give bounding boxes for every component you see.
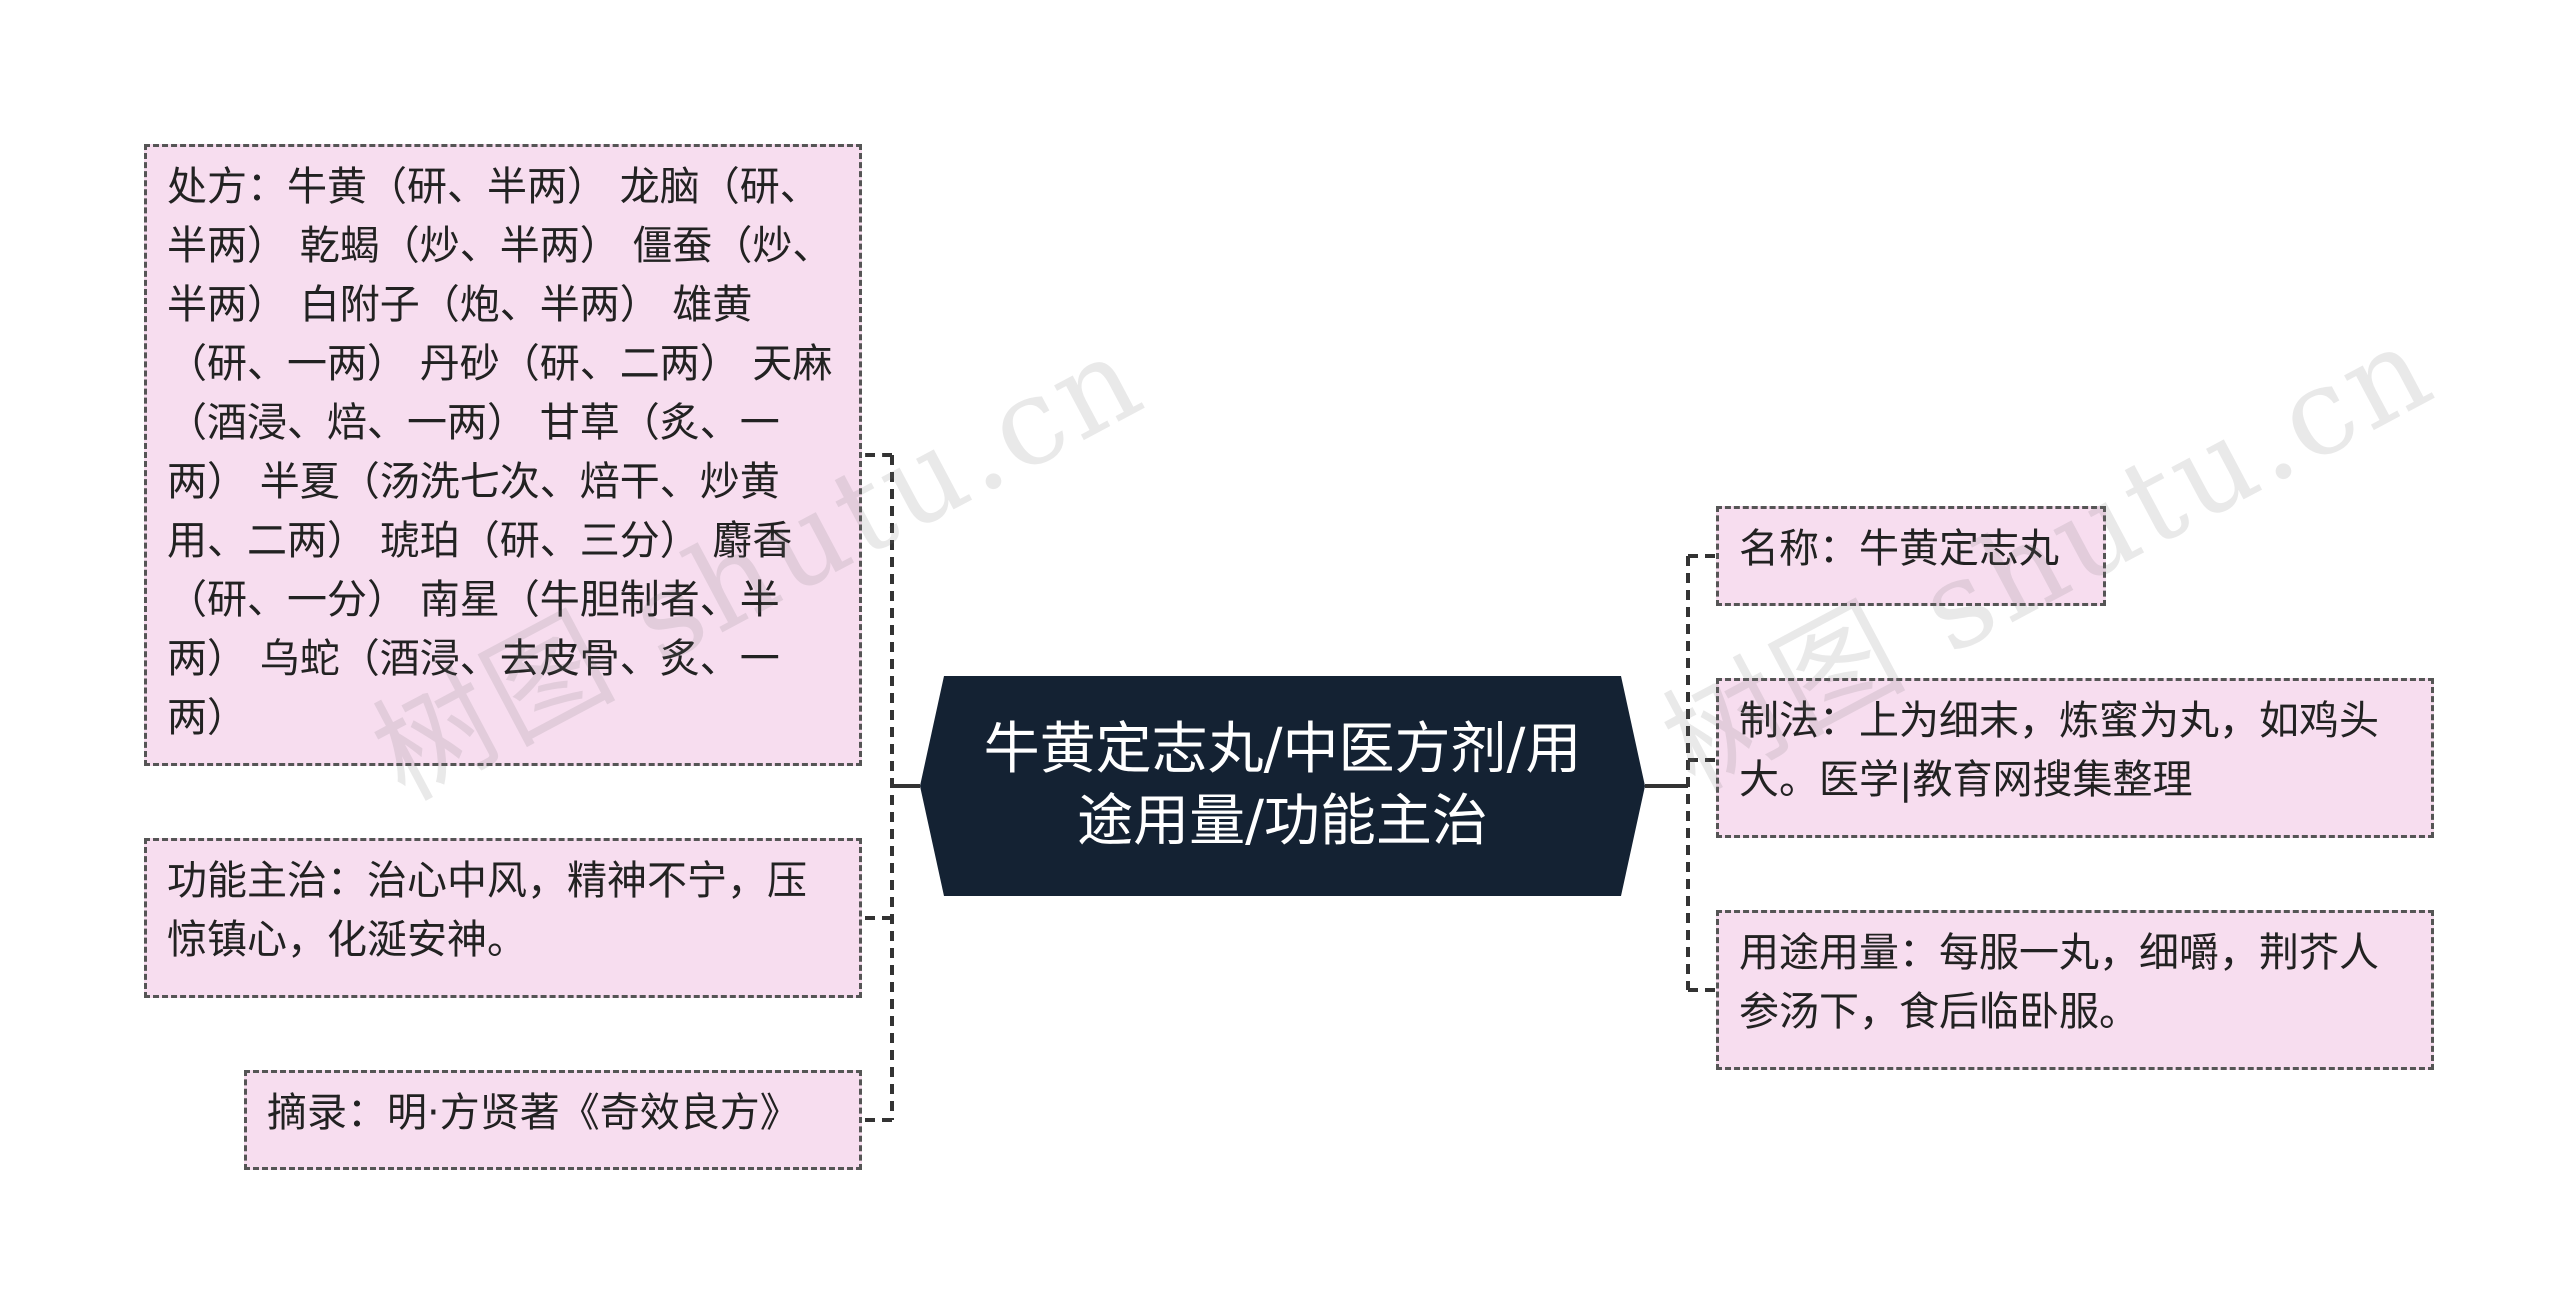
name-text: 名称：牛黄定志丸	[1739, 526, 2059, 572]
function-text: 功能主治：治心中风，精神不宁，压惊镇心，化涎安神。	[167, 858, 807, 963]
prescription-node[interactable]: 处方：牛黄（研、半两） 龙脑（研、半两） 乾蝎（炒、半两） 僵蚕（炒、半两） 白…	[144, 144, 862, 766]
method-node[interactable]: 制法：上为细末，炼蜜为丸，如鸡头大。医学|教育网搜集整理	[1716, 678, 2434, 838]
name-node[interactable]: 名称：牛黄定志丸	[1716, 506, 2106, 606]
method-text: 制法：上为细末，炼蜜为丸，如鸡头大。医学|教育网搜集整理	[1739, 698, 2379, 803]
usage-text: 用途用量：每服一丸，细嚼，荆芥人参汤下，食后临卧服。	[1739, 930, 2379, 1035]
excerpt-text: 摘录：明·方贤著《奇效良方》	[267, 1090, 800, 1136]
prescription-text: 处方：牛黄（研、半两） 龙脑（研、半两） 乾蝎（炒、半两） 僵蚕（炒、半两） 白…	[167, 164, 833, 741]
central-topic-title: 牛黄定志丸/中医方剂/用途用量/功能主治	[983, 717, 1582, 854]
function-node[interactable]: 功能主治：治心中风，精神不宁，压惊镇心，化涎安神。	[144, 838, 862, 998]
usage-node[interactable]: 用途用量：每服一丸，细嚼，荆芥人参汤下，食后临卧服。	[1716, 910, 2434, 1070]
central-topic[interactable]: 牛黄定志丸/中医方剂/用途用量/功能主治	[920, 676, 1645, 896]
excerpt-node[interactable]: 摘录：明·方贤著《奇效良方》	[244, 1070, 862, 1170]
